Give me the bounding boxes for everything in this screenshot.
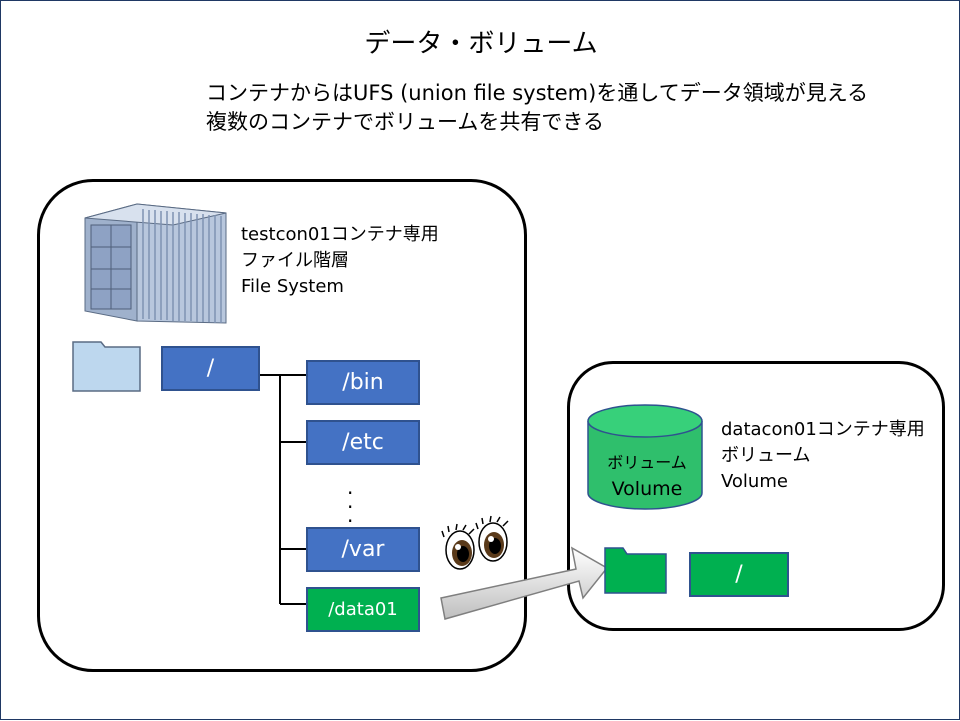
- data01-directory-node: /data01: [306, 587, 420, 632]
- datacon01-label-line-1: datacon01コンテナ専用: [721, 419, 925, 440]
- folder-icon: [72, 341, 141, 392]
- root-directory-node: /: [161, 346, 260, 391]
- testcon01-label: testcon01コンテナ専用 ファイル階層 File System: [241, 222, 439, 300]
- shipping-container-icon: [84, 203, 227, 324]
- etc-directory-node: /etc: [306, 420, 420, 465]
- bin-directory-node: /bin: [306, 360, 420, 405]
- volume-label-line-2: Volume: [611, 478, 683, 500]
- ellipsis: ...: [347, 475, 354, 527]
- folder-icon: [604, 547, 667, 594]
- datacon01-label: datacon01コンテナ専用 ボリューム Volume: [721, 417, 925, 495]
- volume-label-line-1: ボリューム: [607, 453, 687, 472]
- testcon01-label-line-1: testcon01コンテナ専用: [241, 224, 439, 245]
- slide-subtitle: コンテナからはUFS (union file system)を通してデータ領域が…: [206, 79, 868, 137]
- testcon01-label-line-2: ファイル階層: [241, 250, 349, 271]
- volume-root-directory-node: /: [689, 552, 789, 597]
- var-directory-node: /var: [306, 527, 420, 572]
- volume-cylinder-icon: [587, 404, 703, 510]
- subtitle-line-2: 複数のコンテナでボリュームを共有できる: [206, 110, 604, 134]
- testcon01-label-line-3: File System: [241, 276, 344, 297]
- datacon01-label-line-3: Volume: [721, 471, 788, 492]
- arrow-icon: [440, 546, 609, 620]
- volume-cylinder-label: ボリューム Volume: [591, 449, 703, 503]
- eyes-icon: [441, 515, 509, 570]
- slide-title: データ・ボリューム: [364, 29, 598, 59]
- subtitle-line-1: コンテナからはUFS (union file system)を通してデータ領域が…: [206, 81, 869, 105]
- datacon01-label-line-2: ボリューム: [721, 445, 811, 466]
- tree-connectors: [260, 374, 306, 605]
